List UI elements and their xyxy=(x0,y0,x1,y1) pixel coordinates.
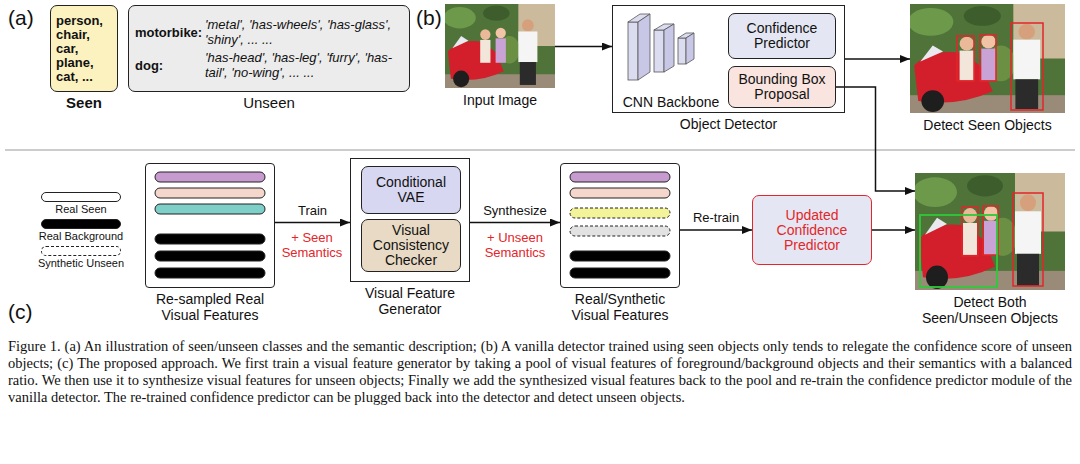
legend-item: Real Background xyxy=(36,219,126,242)
feature-bar xyxy=(155,268,265,278)
feature-bar xyxy=(570,188,670,198)
input-photo xyxy=(444,4,555,88)
connector-arrow xyxy=(275,222,350,224)
confidence-predictor-box: Confidence Predictor xyxy=(728,13,836,59)
legend-swatch xyxy=(41,192,121,202)
cnn-layer xyxy=(638,14,650,80)
edge-label: Train xyxy=(296,203,329,218)
node-label: Confidence Predictor xyxy=(735,21,829,51)
cnn-layer xyxy=(628,22,638,80)
edge-label: Synthesize xyxy=(481,203,549,218)
node-caption: Re-sampled Real Visual Features xyxy=(140,291,280,323)
synthetic-feature-bar xyxy=(570,208,670,218)
connector-arrow xyxy=(845,58,910,60)
legend-item: Real Seen xyxy=(36,192,126,215)
feature-bar xyxy=(155,204,265,214)
legend-swatch xyxy=(41,246,121,256)
node-label: motorbike: xyxy=(135,25,202,40)
feature-bar xyxy=(570,268,670,278)
object-detector-box: Object DetectorCNN BackboneConfidence Pr… xyxy=(612,5,845,113)
node-caption: Detect Seen Objects xyxy=(923,117,1051,133)
detection-box xyxy=(983,206,998,255)
node-caption: Real/Synthetic Visual Features xyxy=(560,291,680,323)
node-label: Updated Confidence Predictor xyxy=(759,208,865,253)
detection-box xyxy=(1013,193,1043,286)
node-label: dog: xyxy=(135,58,163,73)
node-label: Conditional VAE xyxy=(368,175,454,205)
legend-swatch xyxy=(41,219,121,229)
legend-label: Real Seen xyxy=(36,203,126,215)
node-caption: Detect Both Seen/Unseen Objects xyxy=(915,294,1065,326)
feature-bar xyxy=(155,172,265,182)
node-caption: Visual Feature Generator xyxy=(350,285,470,317)
feature-bar xyxy=(155,251,265,261)
legend: Real SeenReal BackgroundSynthetic Unseen xyxy=(36,192,126,273)
conditional-vae-box: Conditional VAE xyxy=(361,166,461,214)
feature-bar xyxy=(570,172,670,182)
unseen-semantics-box: motorbike:'metal', 'has-wheels', 'has-gl… xyxy=(128,5,410,92)
updated-confidence-predictor-box: Updated Confidence Predictor xyxy=(752,195,872,265)
connector-arrow xyxy=(836,87,915,191)
real-synthetic-feature-pool: Real/Synthetic Visual Features xyxy=(560,163,680,288)
legend-item: Synthetic Unseen xyxy=(36,246,126,269)
cnn-layer xyxy=(654,30,664,72)
detect-seen-image: Detect Seen Objects xyxy=(910,4,1065,113)
divider xyxy=(5,150,1075,151)
input-image: Input Image xyxy=(445,4,555,88)
panel-label: (c) xyxy=(8,300,33,324)
node-caption: Object Detector xyxy=(680,116,777,132)
bounding-box-proposal-box: Bounding Box Proposal xyxy=(728,66,836,108)
feature-bar xyxy=(155,188,265,198)
edge-label: Re-train xyxy=(691,210,741,225)
node-label: 'has-head', 'has-leg', 'furry', 'has-tai… xyxy=(205,50,403,80)
node-label: CNN Backbone xyxy=(623,94,720,110)
legend-label: Real Background xyxy=(36,230,126,242)
cnn-layer xyxy=(686,33,694,64)
node-caption: Seen xyxy=(66,95,102,111)
node-label: 'metal', 'has-wheels', 'has-glass', 'shi… xyxy=(205,17,403,47)
detection-box xyxy=(1011,23,1043,110)
cnn-layer xyxy=(664,24,674,72)
visual-consistency-checker-box: Visual Consistency Checker xyxy=(361,219,461,272)
node-caption: Unseen xyxy=(243,95,295,111)
visual-feature-generator: Visual Feature GeneratorConditional VAEV… xyxy=(350,158,470,282)
detection-box xyxy=(957,36,974,81)
semantics-label: + Unseen Semantics xyxy=(475,230,555,260)
synthetic-feature-bar xyxy=(570,226,670,236)
detect-both-image: Detect Both Seen/Unseen Objects xyxy=(915,173,1065,290)
node-label: Bounding Box Proposal xyxy=(735,72,829,102)
unseen-detection-box xyxy=(920,215,997,287)
cnn-backbone: CNN Backbone xyxy=(621,12,721,110)
panel-label: (a) xyxy=(8,6,34,30)
node-label: person, chair, car, plane, cat, ... xyxy=(56,14,112,84)
connector-arrow xyxy=(872,229,915,231)
real-feature-pool: Re-sampled Real Visual Features xyxy=(145,163,275,288)
feature-bar xyxy=(570,251,670,261)
feature-bar xyxy=(155,234,265,244)
detection-box xyxy=(980,35,996,81)
caption-text: Figure 1. (a) An illustration of seen/un… xyxy=(8,338,1072,406)
connector-arrow xyxy=(680,229,752,231)
both-result-photo xyxy=(913,173,1065,290)
node-caption: Input Image xyxy=(463,92,537,108)
connector-arrow xyxy=(470,222,560,224)
connector-arrow xyxy=(555,46,612,48)
node-label: Visual Consistency Checker xyxy=(368,223,454,268)
semantics-label: + Seen Semantics xyxy=(276,230,348,260)
panel-label: (b) xyxy=(416,6,442,30)
cnn-layer xyxy=(678,38,686,64)
legend-label: Synthetic Unseen xyxy=(36,257,126,269)
seen-result-photo xyxy=(908,4,1065,113)
seen-class-box: person, chair, car, plane, cat, ...Seen xyxy=(50,5,118,92)
